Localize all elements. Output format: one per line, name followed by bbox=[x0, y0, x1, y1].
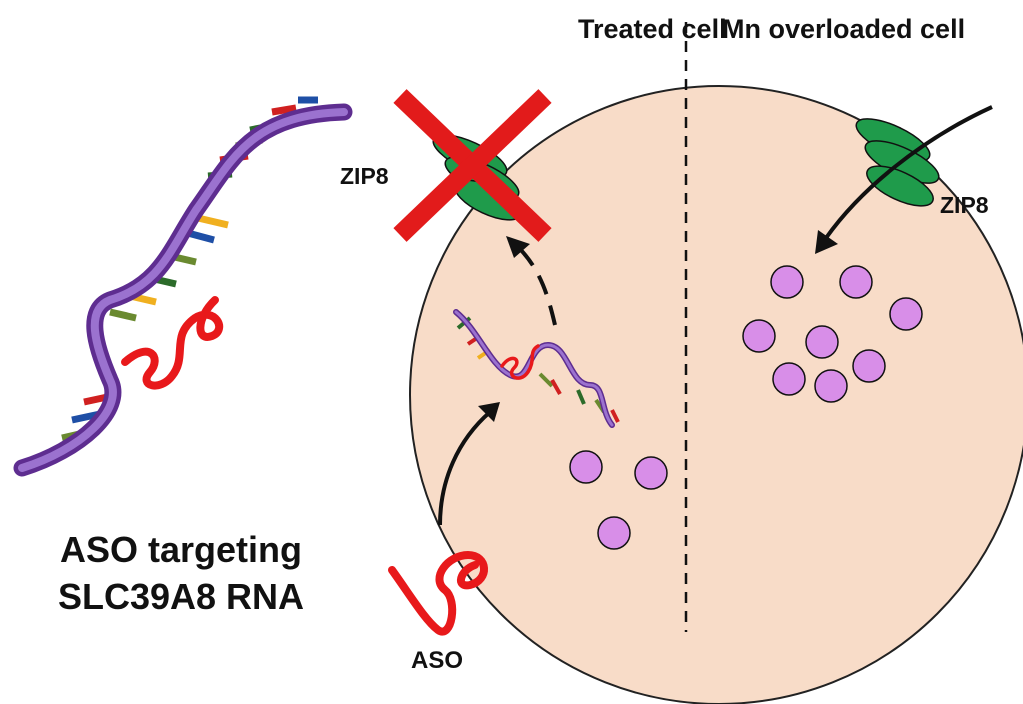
manganese-ion-icon-group-right bbox=[742, 265, 923, 403]
manganese-ion-icon-group-left bbox=[569, 450, 668, 550]
influx-arrow bbox=[815, 105, 993, 254]
aso-label: ASO bbox=[411, 647, 464, 674]
caption-line-2: SLC39A8 RNA bbox=[57, 576, 305, 617]
red-cross-icon bbox=[393, 89, 552, 242]
treated-cell-label: Treated cell bbox=[578, 14, 727, 44]
aso-strand-icon bbox=[121, 296, 224, 390]
mn-overloaded-cell-label: Mn overloaded cell bbox=[722, 14, 966, 44]
rna-helix-icon bbox=[13, 96, 353, 477]
zip8-label-left: ZIP8 bbox=[340, 163, 389, 189]
rna-small-icon bbox=[453, 309, 620, 428]
zip8-label-right: ZIP8 bbox=[940, 192, 989, 218]
aso-strand-free-icon bbox=[388, 550, 488, 636]
uptake-arrow bbox=[438, 402, 500, 526]
figure-caption: ASO targeting SLC39A8 RNA bbox=[22, 526, 340, 620]
dashed-arrow bbox=[506, 236, 557, 326]
cell-body bbox=[409, 85, 1023, 704]
caption-line-1: ASO targeting bbox=[59, 529, 302, 570]
